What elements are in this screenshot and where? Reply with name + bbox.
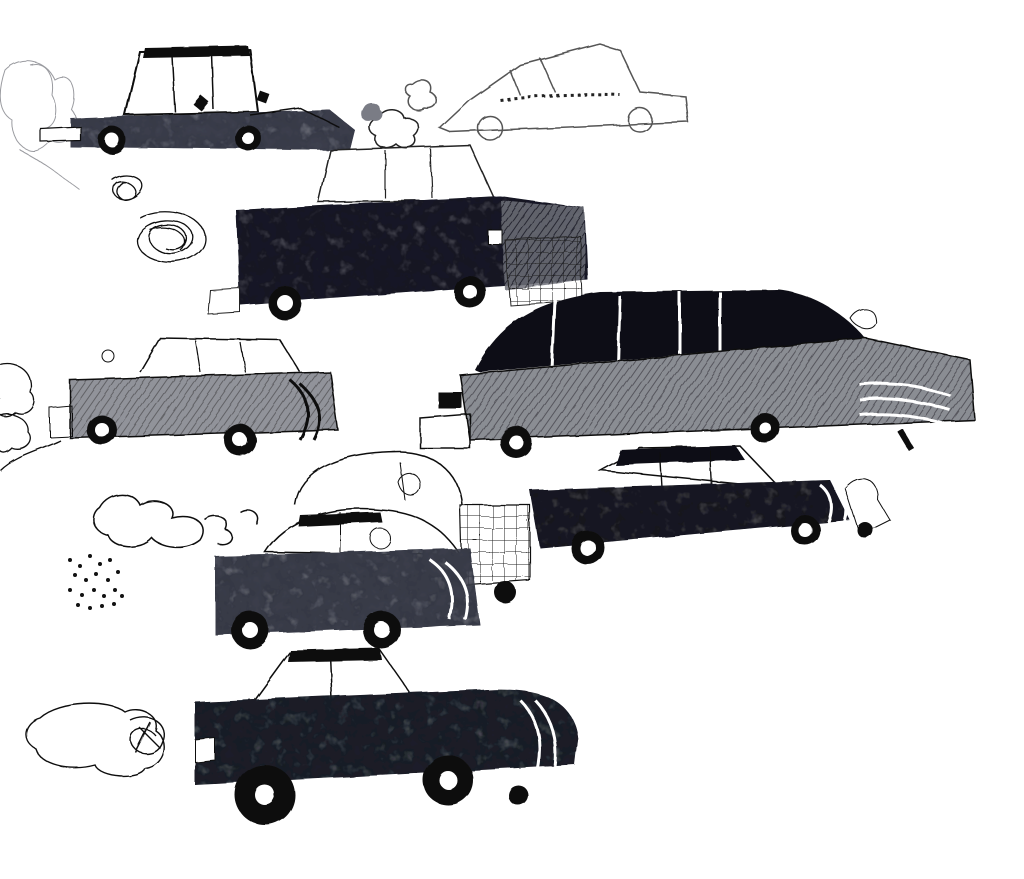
exhaust-cloud-middle	[93, 494, 259, 549]
car-top-left	[39, 46, 355, 154]
car-coupe-bottom	[194, 648, 578, 825]
exhaust-cloud-bottom	[25, 703, 165, 777]
car-gray-center	[215, 508, 480, 649]
car-limousine-right	[419, 290, 976, 458]
dot-speckles	[68, 554, 124, 610]
exhaust-swirl-left	[0, 363, 61, 471]
car-outline-sketch	[404, 43, 689, 141]
scribble-smoke-left	[111, 175, 206, 263]
car-convertible-left	[49, 337, 339, 456]
car-dark-upper	[207, 144, 588, 320]
car-bubble-roof	[294, 451, 531, 603]
car-sedan-middle-right	[530, 445, 891, 565]
